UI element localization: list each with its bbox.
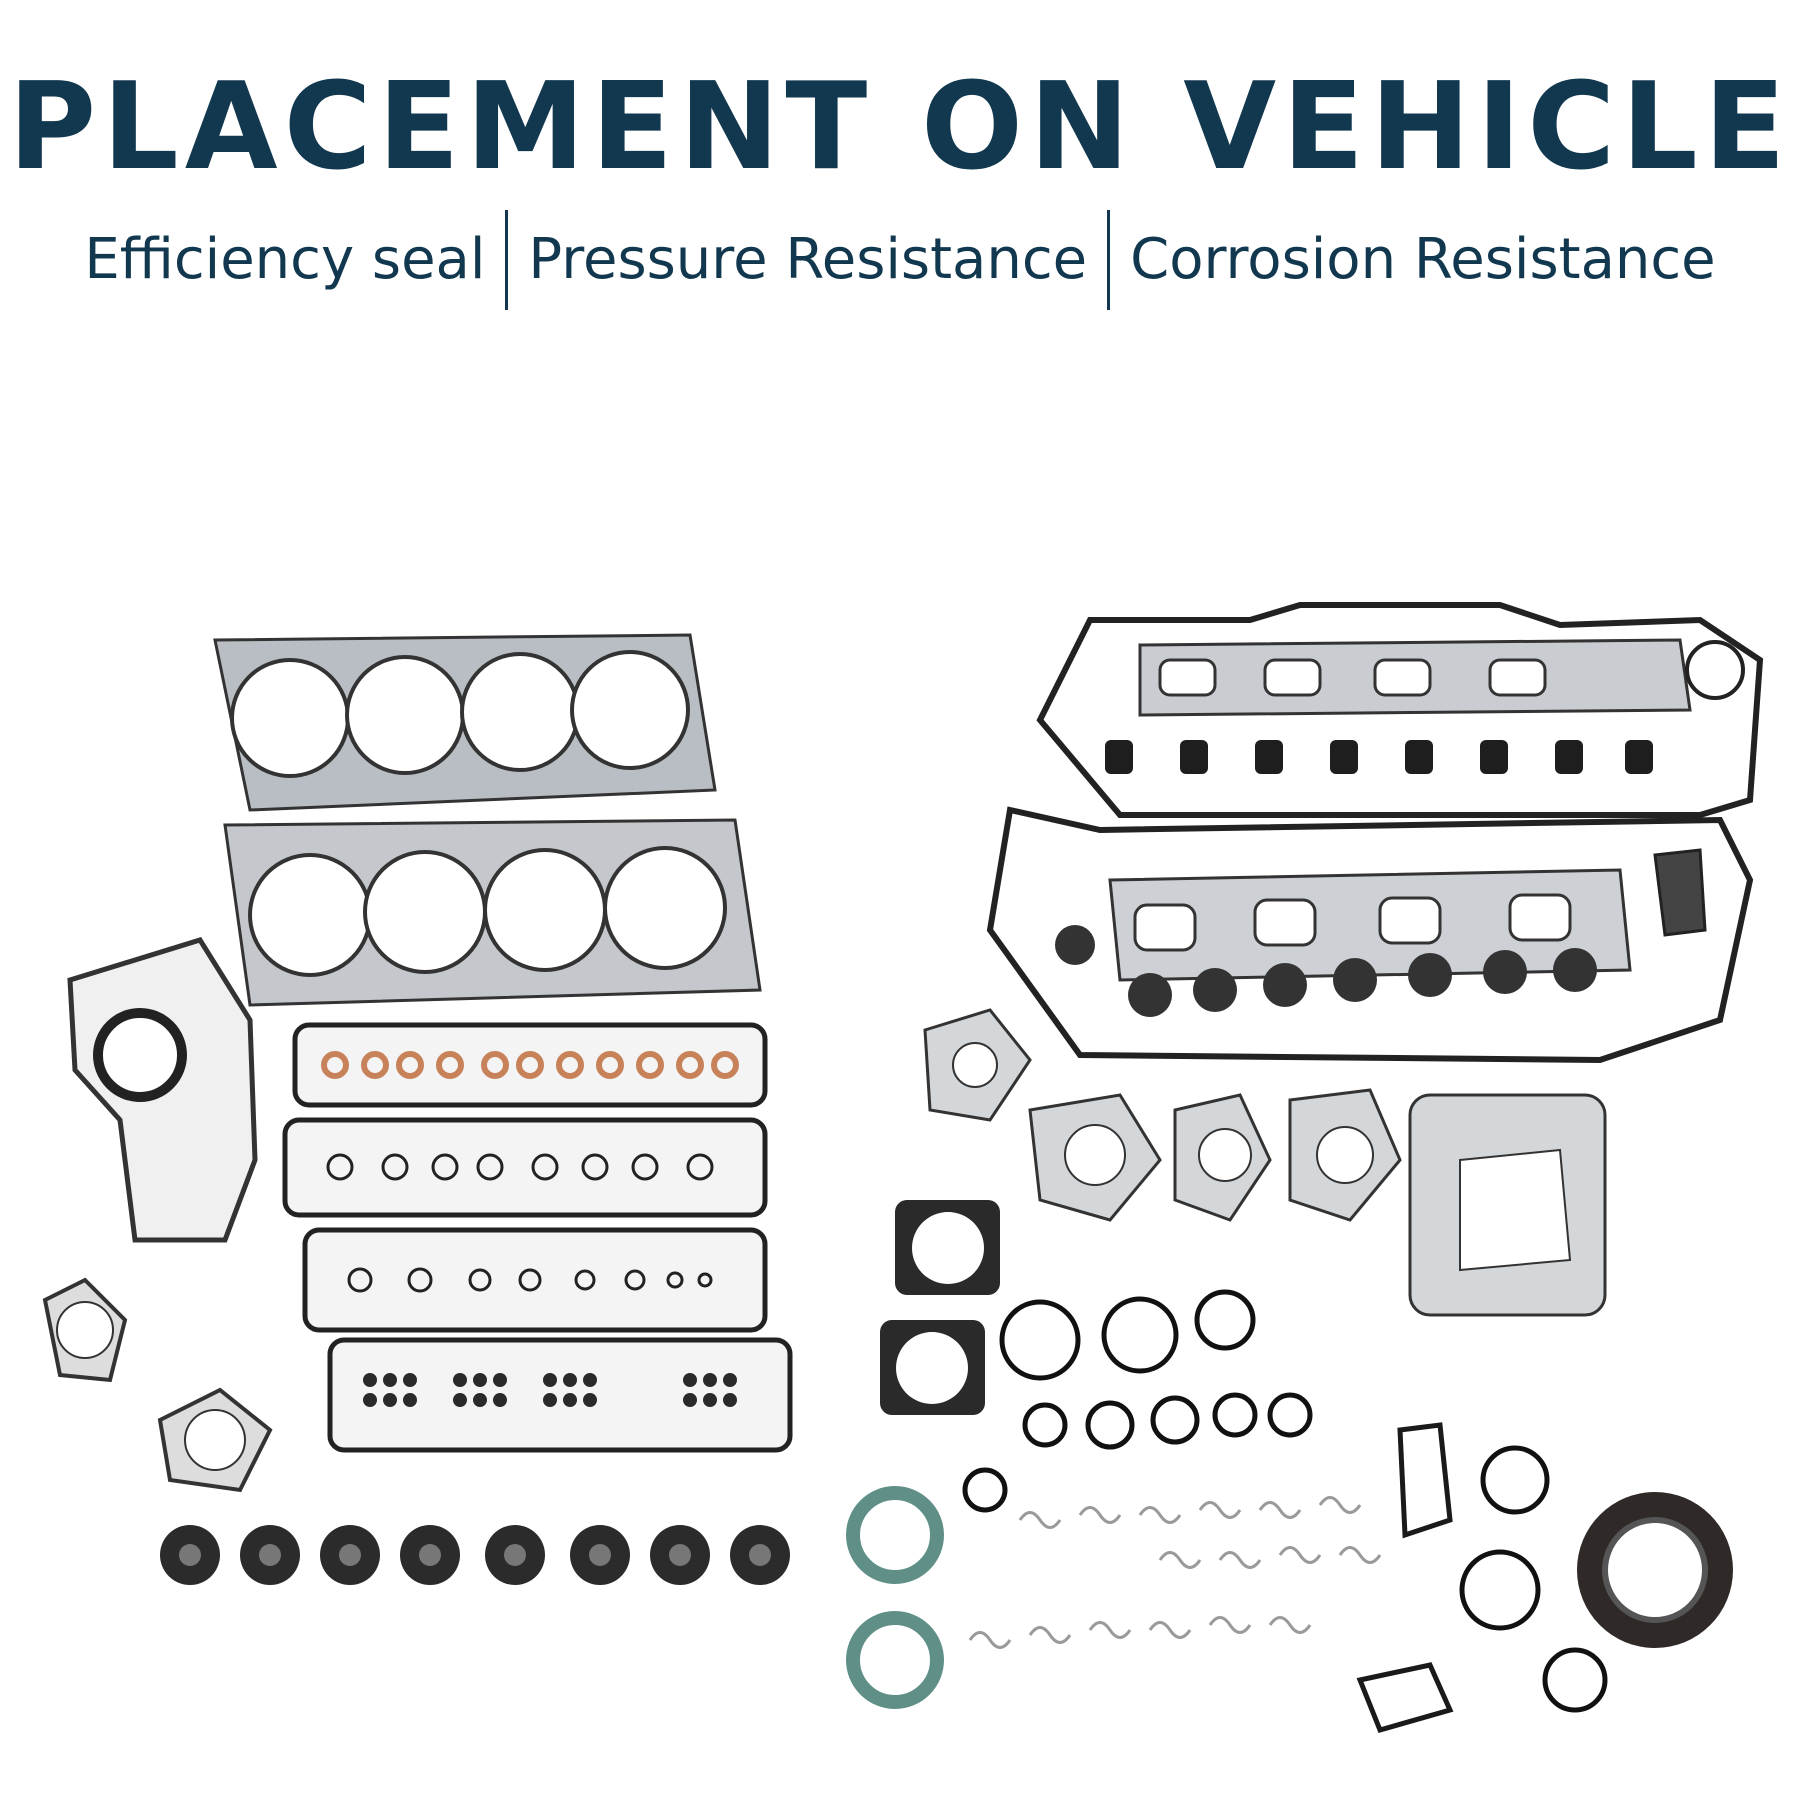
gasket-kit-photo [42,602,1764,1734]
clips [968,1496,1382,1649]
intake-gasket [302,1227,768,1333]
page-title: PLACEMENT ON VEHICLE [8,58,1792,197]
flange-gaskets [42,1277,273,1493]
valve-stem-seals-tray [327,1337,793,1453]
crankshaft-seal [1577,1492,1733,1648]
o-rings [962,1289,1608,1713]
teal-rings [846,1486,944,1709]
feature-pressure-resistance: Pressure Resistance [528,227,1088,292]
valve-cover-gasket-lower [986,806,1754,1064]
divider [505,210,509,310]
valve-cover-gasket-upper [1036,602,1764,818]
oil-pan-gaskets [1356,1422,1454,1734]
valve-cover-gasket-orings [282,1117,768,1218]
head-gasket-2 [223,818,762,1007]
feature-corrosion-resistance: Corrosion Resistance [1130,227,1716,292]
camshaft-seals [160,1525,790,1585]
divider [1107,210,1111,310]
feature-efficiency-seal: Efficiency seal [84,227,486,292]
feature-list: Efficiency seal Pressure Resistance Corr… [0,210,1800,310]
water-pump-gasket [67,937,258,1243]
valve-cover-gasket-copper [292,1022,768,1108]
head-gasket-1 [213,633,717,812]
